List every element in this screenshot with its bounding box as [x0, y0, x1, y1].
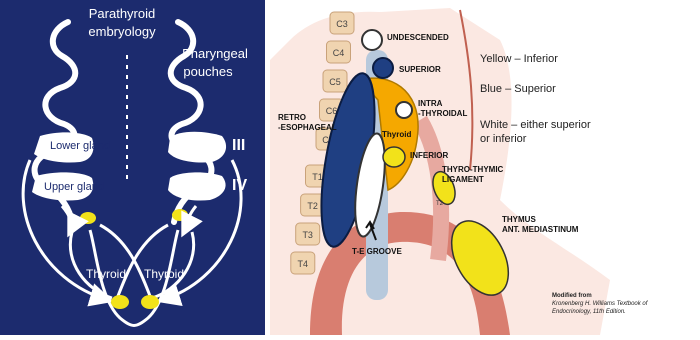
label-thyro-thymic-1: THYRO-THYMIC	[442, 165, 504, 174]
vertebra-label-t3: T3	[302, 230, 313, 240]
pharyngeal-pouches-label-line2: pouches	[183, 64, 233, 79]
left-lower-gland-dot	[111, 295, 129, 309]
label-thyro-thymic-2: LIGAMENT	[442, 175, 484, 184]
legend-white-1: White – either superior	[480, 119, 591, 131]
intra-thyroidal-gland	[396, 102, 412, 118]
label-retro-1: RETRO	[278, 113, 306, 122]
thyroid-label-left: Thyroid	[86, 267, 126, 281]
right-upper-gland-dot	[172, 209, 188, 221]
embryology-title-line2: embryology	[88, 24, 156, 39]
label-t2-small: T2	[436, 201, 444, 207]
legend-yellow: Yellow – Inferior	[480, 53, 558, 65]
embryology-panel: Parathyroid embryology Pharyngeal pouche…	[0, 0, 265, 335]
label-te-groove: T-E GROOVE	[352, 247, 402, 256]
label-intra-1: INTRA	[418, 99, 443, 108]
label-superior: SUPERIOR	[399, 65, 441, 74]
right-lower-gland-dot	[141, 295, 159, 309]
embryology-title-line1: Parathyroid	[89, 6, 155, 21]
label-intra-2: -THYROIDAL	[418, 109, 467, 118]
label-undescended: UNDESCENDED	[387, 33, 449, 42]
vertebra-label-c5: C5	[329, 77, 341, 87]
label-retro-2: -ESOPHAGEAL	[278, 123, 337, 132]
left-upper-gland-dot	[80, 212, 96, 224]
superior-gland	[373, 58, 393, 78]
embryology-diagram: Parathyroid embryology Pharyngeal pouche…	[0, 0, 265, 335]
label-thymus-2: ANT. MEDIASTINUM	[502, 225, 579, 234]
lower-gland-label: Lower gland	[50, 140, 110, 152]
label-thymus-1: THYMUS	[502, 215, 536, 224]
numeral-three: III	[232, 137, 245, 154]
label-thyroid: Thyroid	[382, 130, 411, 139]
legend-white-2: or inferior	[480, 133, 527, 145]
vertebra-label-t4: T4	[298, 259, 309, 269]
upper-gland-label: Upper gland	[44, 181, 104, 193]
right-pouch-4-block	[168, 172, 226, 200]
inferior-gland	[383, 147, 405, 167]
credit-line1: Modified from	[552, 293, 592, 299]
vertebra-label-t2: T2	[307, 201, 318, 211]
thyroid-label-right: Thyroid	[144, 267, 184, 281]
credit-line3: Endocrinology, 11th Edition.	[552, 309, 626, 315]
right-crossing-path	[118, 225, 168, 296]
label-inferior: INFERIOR	[410, 151, 448, 160]
undescended-gland	[362, 30, 382, 50]
vertebra-label-c3: C3	[336, 19, 348, 29]
vertebra-label-t1: T1	[312, 172, 323, 182]
legend-blue: Blue – Superior	[480, 83, 556, 95]
right-pouch-3-block	[168, 132, 226, 163]
left-upper-gland-path	[70, 232, 112, 298]
vertebra-label-c4: C4	[333, 48, 345, 58]
credit-line2: Kronenberg H. Williams Textbook of	[552, 301, 649, 307]
left-crossing-path	[100, 225, 150, 296]
